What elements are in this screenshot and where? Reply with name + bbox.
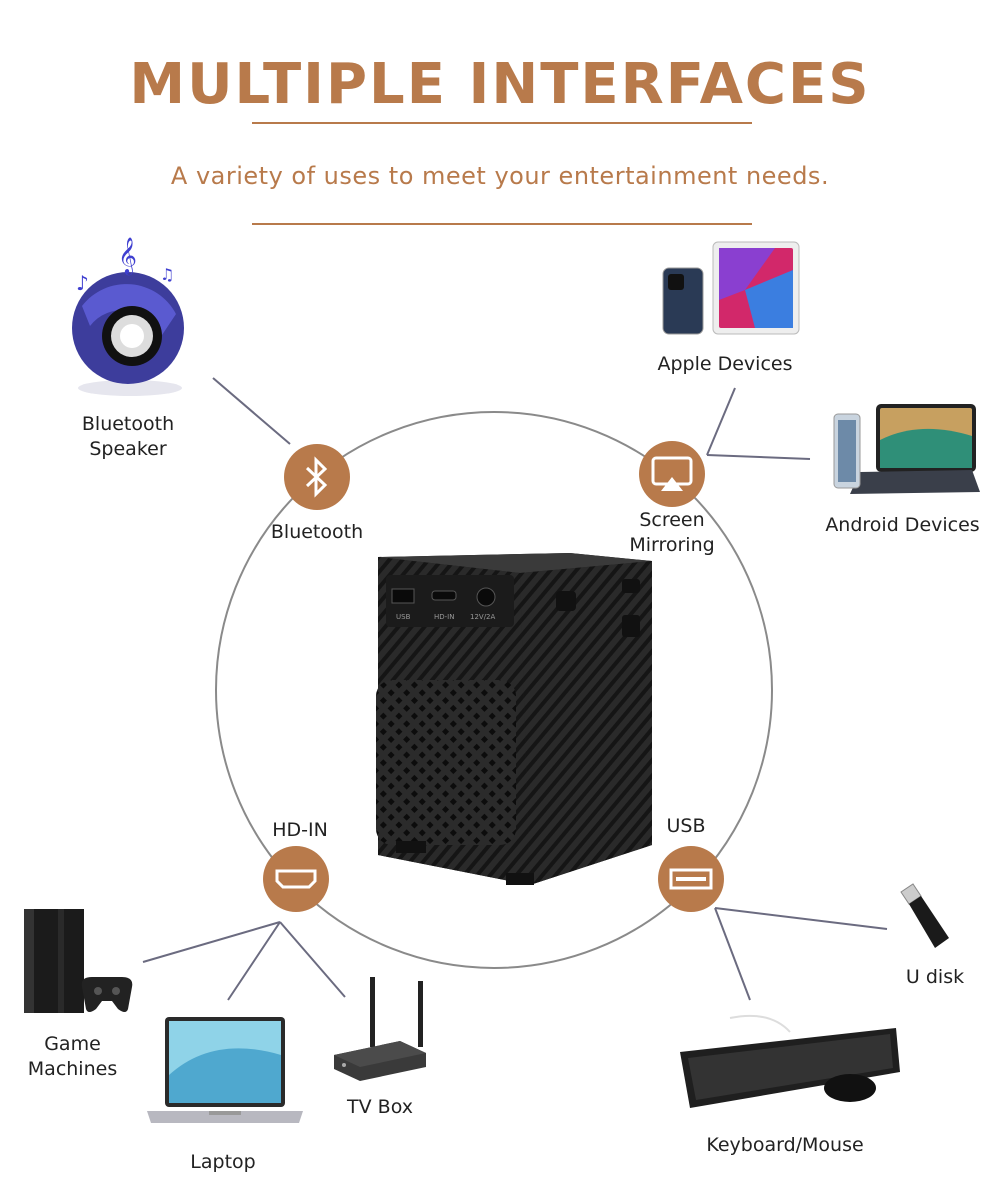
airplay-icon — [651, 456, 693, 491]
keyboard-mouse-label: Keyboard/Mouse — [706, 1134, 864, 1156]
music-note-icon: ♫ — [160, 265, 174, 284]
connector-tvbox — [279, 921, 346, 998]
subtitle-underline — [252, 223, 752, 225]
game-machine-image — [24, 909, 133, 1013]
apple-devices-image — [662, 241, 800, 335]
port-label-usb: USB — [396, 613, 411, 621]
connector-keyboard — [714, 907, 751, 1001]
keyboard-mouse-image — [680, 1014, 900, 1108]
hdmi-interface — [263, 846, 329, 912]
bluetooth-icon — [305, 456, 328, 498]
music-note-icon: 𝄞 — [118, 236, 137, 275]
bluetooth-interface — [284, 444, 350, 510]
laptop-image — [147, 1017, 303, 1123]
usb-port-icon — [669, 868, 713, 890]
screen-mirroring-label-line2: Mirroring — [629, 534, 715, 556]
u-disk-label: U disk — [905, 966, 965, 988]
game-machines-label-line1: Game — [44, 1033, 101, 1055]
apple-devices-label: Apple Devices — [657, 353, 793, 375]
hdmi-label: HD-IN — [272, 819, 328, 841]
laptop-label: Laptop — [190, 1151, 256, 1173]
game-machines-label-line2: Machines — [27, 1058, 118, 1080]
hdmi-port-icon — [275, 869, 317, 889]
connector-laptop — [227, 921, 281, 1001]
tv-box-image — [334, 977, 426, 1081]
bluetooth-speaker-image: 𝄞 ♪ ♫ — [72, 236, 184, 396]
android-devices-image — [833, 404, 980, 494]
usb-interface — [658, 846, 724, 912]
interface-ring — [215, 411, 773, 969]
music-note-icon: ♪ — [76, 271, 89, 295]
connector-udisk — [714, 907, 888, 930]
usb-label: USB — [666, 815, 706, 837]
title-underline — [252, 122, 752, 124]
u-disk-image — [900, 883, 949, 948]
connector-speaker — [212, 377, 291, 445]
screen-mirroring-label-line1: Screen — [639, 509, 705, 531]
screen-mirroring-interface — [639, 441, 705, 507]
mini-projector-image: USB HD-IN 12V/2A — [376, 553, 652, 885]
screen-mirroring-label: Screen Mirroring — [612, 508, 732, 558]
bluetooth-label: Bluetooth — [270, 521, 364, 543]
connector-game — [142, 921, 281, 963]
connector-apple — [706, 387, 736, 456]
bluetooth-speaker-label-line1: Bluetooth — [81, 413, 175, 435]
connector-android — [706, 454, 811, 460]
game-machines-label: Game Machines — [10, 1032, 135, 1082]
port-label-power: 12V/2A — [470, 613, 496, 621]
page-subtitle: A variety of uses to meet your entertain… — [170, 162, 830, 190]
port-label-hdin: HD-IN — [434, 613, 454, 621]
bluetooth-speaker-label: Bluetooth Speaker — [58, 412, 198, 462]
bluetooth-speaker-label-line2: Speaker — [89, 438, 167, 460]
page-title: MULTIPLE INTERFACES — [129, 52, 871, 117]
tv-box-label: TV Box — [347, 1096, 413, 1118]
android-devices-label: Android Devices — [825, 514, 980, 536]
